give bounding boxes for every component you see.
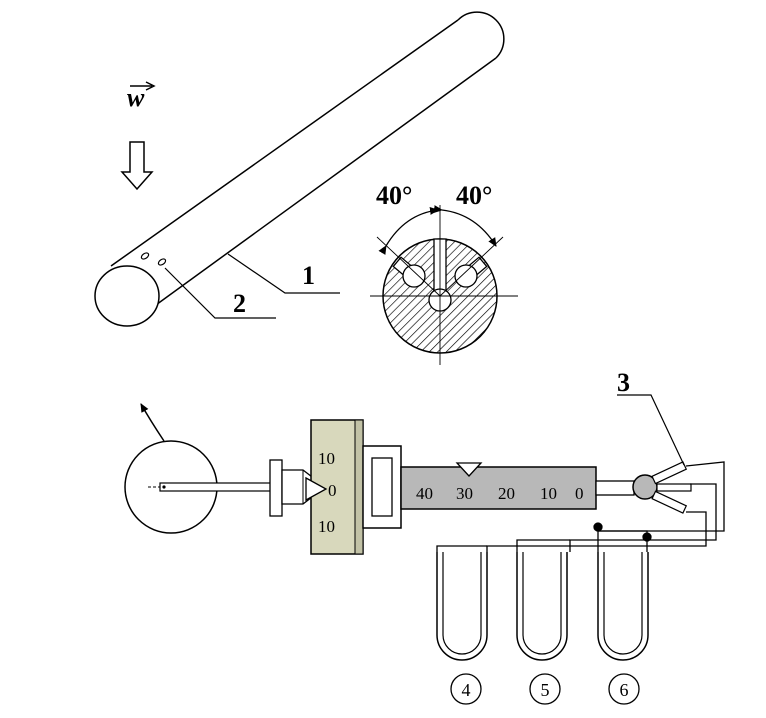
manometer-4: 4 (436, 552, 488, 705)
probe-cylinder (94, 11, 505, 327)
leader-part-3: 3 (617, 368, 685, 466)
rotation-arrow-icon (140, 403, 165, 442)
flow-direction-arrow-icon (120, 141, 154, 191)
leader-part-2: 2 (164, 267, 276, 319)
manometer-6: 6 (597, 552, 649, 705)
dial-pointer-icon (305, 476, 328, 502)
part-1-label: 1 (302, 261, 315, 290)
angle-right-label: 40° (456, 181, 492, 210)
velocity-label: w (127, 83, 145, 112)
pressure-hole (157, 258, 167, 266)
angle-annotation: 40° 40° (376, 181, 497, 255)
connecting-tubes (436, 461, 725, 552)
bar-tick-30: 30 (456, 484, 473, 503)
graduated-bar (400, 466, 597, 510)
velocity-indicator: w (120, 81, 156, 191)
part-3-label: 3 (617, 368, 630, 397)
bar-tick-0: 0 (575, 484, 584, 503)
dial-mark-top: 10 (318, 449, 335, 468)
traverse-mechanism: 10 0 10 40 30 20 10 0 (159, 419, 692, 555)
manometer-5: 5 (516, 552, 568, 705)
velocity-vector-arrow-icon (130, 81, 156, 91)
rotation-view (124, 403, 218, 534)
manometer-6-label: 6 (620, 680, 629, 700)
probe-cross-section (370, 205, 518, 365)
dial-mark-bottom: 10 (318, 517, 335, 536)
bar-tick-40: 40 (416, 484, 433, 503)
dial-mark-zero: 0 (328, 481, 337, 500)
manometer-5-label: 5 (541, 680, 550, 700)
pressure-hole (140, 252, 150, 260)
bar-pointer-icon (455, 462, 483, 477)
leader-part-1: 1 (227, 253, 340, 294)
bar-tick-20: 20 (498, 484, 515, 503)
part-2-label: 2 (233, 289, 246, 318)
angle-left-label: 40° (376, 181, 412, 210)
bar-tick-10: 10 (540, 484, 557, 503)
manometer-4-label: 4 (462, 680, 471, 700)
